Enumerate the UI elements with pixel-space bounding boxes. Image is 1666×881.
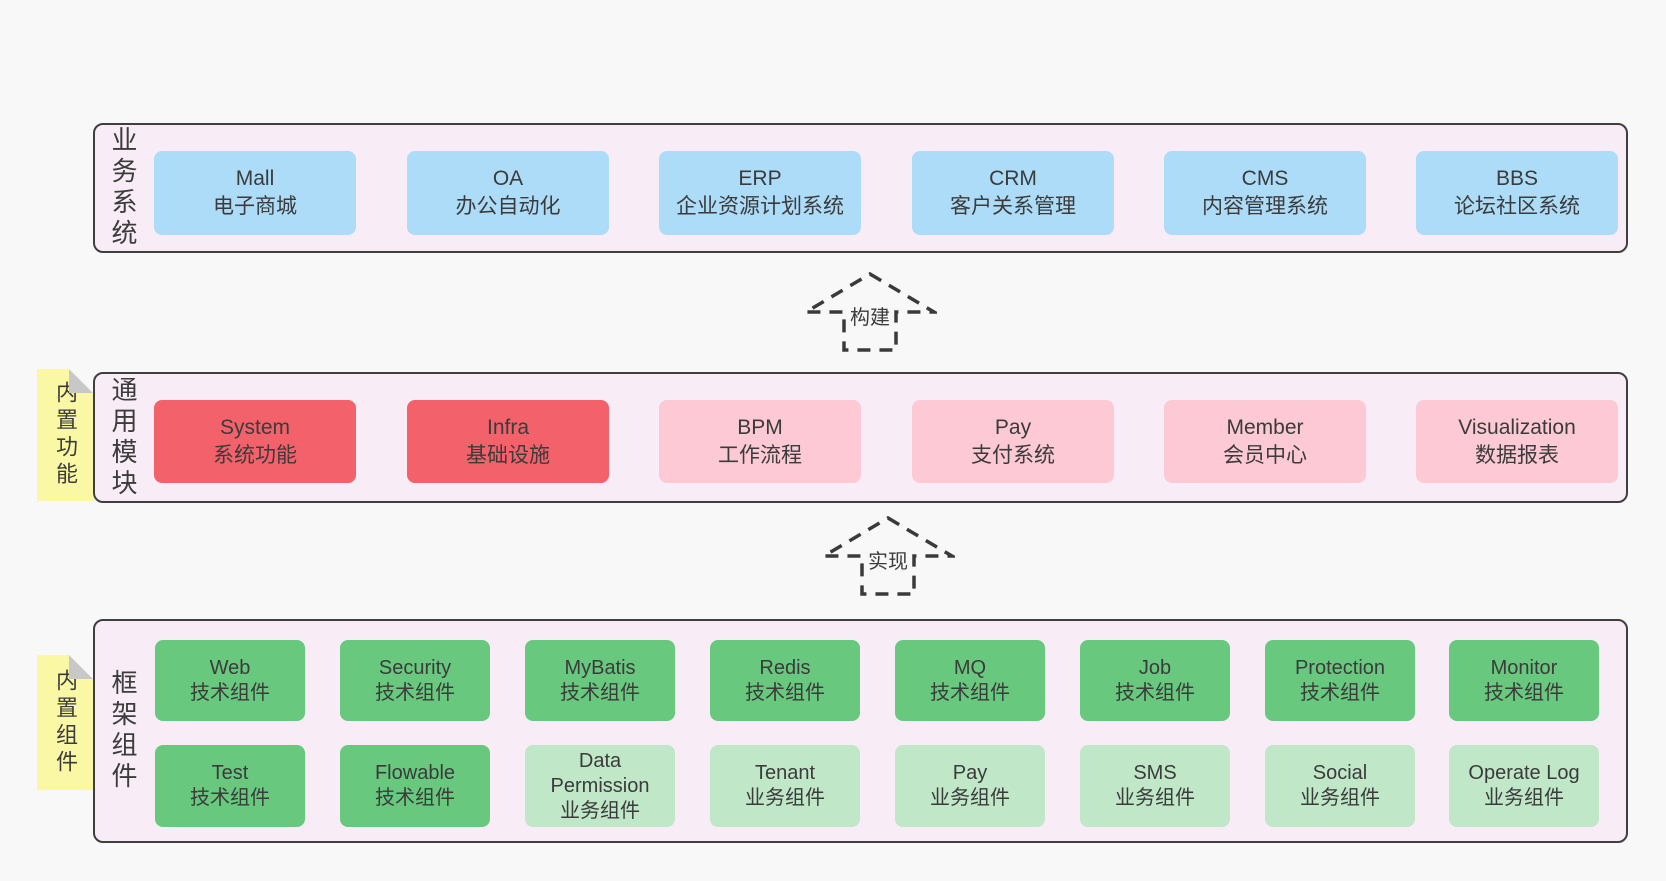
box-mall: Mall 电子商城 <box>154 151 356 235</box>
band-label-framework-components: 框架组件 <box>108 669 138 793</box>
box-security: Security 技术组件 <box>340 640 490 721</box>
sticky-note-label: 内置组件 <box>53 668 78 777</box>
box-tenant: Tenant 业务组件 <box>710 745 860 827</box>
folded-corner-icon <box>69 655 93 679</box>
box-mq: MQ 技术组件 <box>895 640 1045 721</box>
box-data-permission: Data Permission 业务组件 <box>525 745 675 827</box>
box-erp: ERP 企业资源计划系统 <box>659 151 861 235</box>
band-common-modules: 通用模块 System 系统功能 Infra 基础设施 BPM 工作流程 Pay… <box>93 372 1628 503</box>
box-protection: Protection 技术组件 <box>1265 640 1415 721</box>
box-pay: Pay 支付系统 <box>912 400 1114 483</box>
box-oa: OA 办公自动化 <box>407 151 609 235</box>
band-business-systems: 业务系统 Mall 电子商城 OA 办公自动化 ERP 企业资源计划系统 CRM… <box>93 123 1628 253</box>
box-web: Web 技术组件 <box>155 640 305 721</box>
box-redis: Redis 技术组件 <box>710 640 860 721</box>
box-flowable: Flowable 技术组件 <box>340 745 490 827</box>
up-arrow-icon <box>803 272 937 352</box>
box-social: Social 业务组件 <box>1265 745 1415 827</box>
band-framework-components: 框架组件 Web 技术组件 Security 技术组件 MyBatis 技术组件… <box>93 619 1628 843</box>
implement-arrow: 实现 <box>821 516 955 596</box>
box-system: System 系统功能 <box>154 400 356 483</box>
box-member: Member 会员中心 <box>1164 400 1366 483</box>
box-infra: Infra 基础设施 <box>407 400 609 483</box>
band-label-common-modules: 通用模块 <box>108 375 138 500</box>
box-crm: CRM 客户关系管理 <box>912 151 1114 235</box>
sticky-note-builtin-features: 内置功能 <box>37 369 93 501</box>
box-mybatis: MyBatis 技术组件 <box>525 640 675 721</box>
box-bbs: BBS 论坛社区系统 <box>1416 151 1618 235</box>
box-sms: SMS 业务组件 <box>1080 745 1230 827</box>
up-arrow-icon <box>821 516 955 596</box>
sticky-note-label: 内置功能 <box>53 381 78 489</box>
build-arrow: 构建 <box>803 272 937 352</box>
box-test: Test 技术组件 <box>155 745 305 827</box>
arrow-label: 实现 <box>865 544 911 575</box>
box-visualization: Visualization 数据报表 <box>1416 400 1618 483</box>
folded-corner-icon <box>69 369 93 393</box>
box-operate-log: Operate Log 业务组件 <box>1449 745 1599 827</box>
arrow-label: 构建 <box>847 300 893 331</box>
sticky-note-builtin-components: 内置组件 <box>37 655 93 790</box>
box-pay-biz: Pay 业务组件 <box>895 745 1045 827</box>
box-bpm: BPM 工作流程 <box>659 400 861 483</box>
box-monitor: Monitor 技术组件 <box>1449 640 1599 721</box>
band-label-business-systems: 业务系统 <box>108 126 138 250</box>
box-job: Job 技术组件 <box>1080 640 1230 721</box>
box-cms: CMS 内容管理系统 <box>1164 151 1366 235</box>
